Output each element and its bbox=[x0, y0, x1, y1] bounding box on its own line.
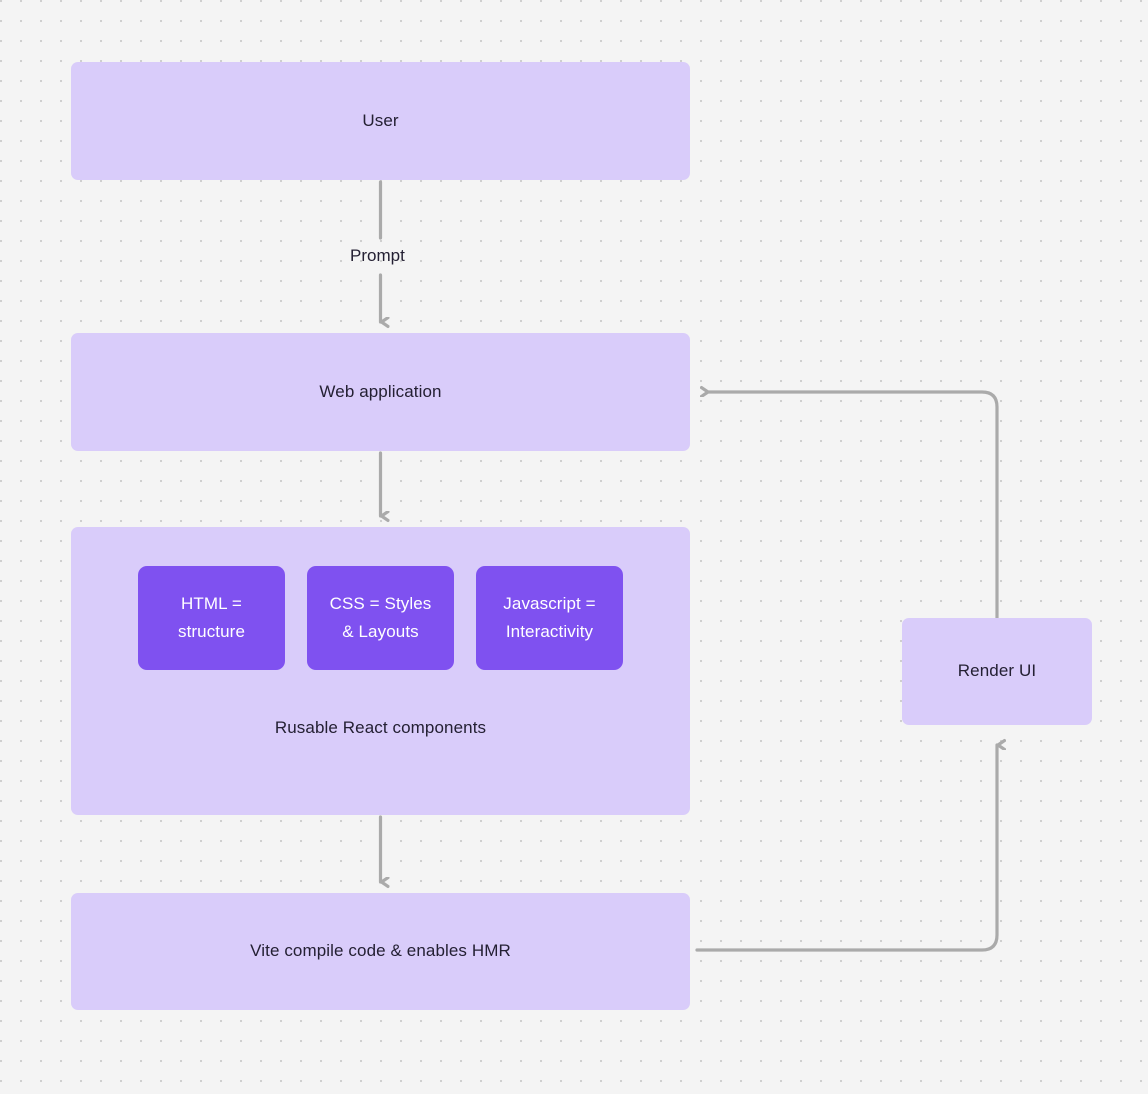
node-components-container[interactable]: HTML = structure CSS = Styles & Layouts … bbox=[71, 527, 690, 815]
edge-vite-to-render bbox=[695, 745, 997, 952]
components-caption: Rusable React components bbox=[274, 718, 487, 737]
chip-row: HTML = structure CSS = Styles & Layouts … bbox=[71, 566, 690, 670]
node-web-application-label: Web application bbox=[319, 381, 442, 401]
chip-html-label: HTML = structure bbox=[177, 593, 246, 641]
chip-css[interactable]: CSS = Styles & Layouts bbox=[307, 566, 454, 670]
node-render-ui[interactable]: Render UI bbox=[902, 618, 1092, 725]
chip-css-label: CSS = Styles & Layouts bbox=[329, 593, 432, 641]
chip-javascript-label: Javascript = Interactivity bbox=[503, 593, 596, 641]
node-render-ui-label: Render UI bbox=[957, 661, 1037, 681]
edge-render-to-webapp bbox=[709, 392, 999, 620]
chip-javascript[interactable]: Javascript = Interactivity bbox=[476, 566, 623, 670]
node-vite-label: Vite compile code & enables HMR bbox=[250, 941, 511, 961]
edge-label-prompt: Prompt bbox=[350, 246, 405, 265]
node-user[interactable]: User bbox=[71, 62, 690, 180]
chip-html[interactable]: HTML = structure bbox=[138, 566, 285, 670]
node-user-label: User bbox=[362, 110, 399, 130]
node-vite[interactable]: Vite compile code & enables HMR bbox=[71, 893, 690, 1010]
node-web-application[interactable]: Web application bbox=[71, 333, 690, 451]
